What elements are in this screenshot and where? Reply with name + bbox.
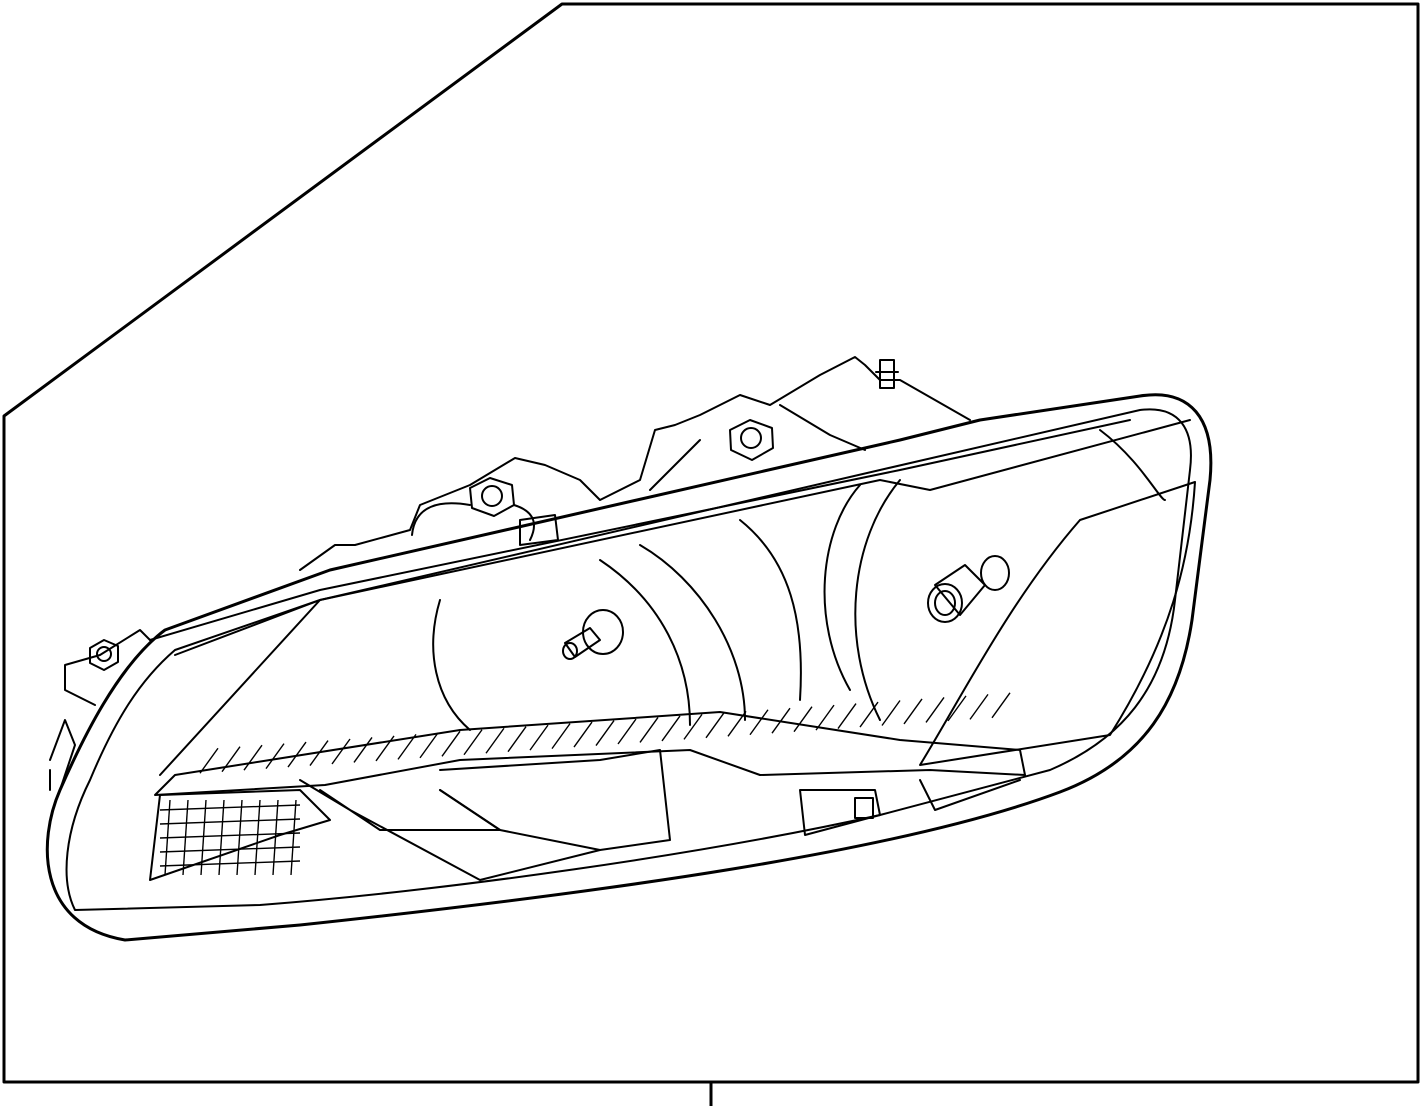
hatch-line xyxy=(881,700,901,726)
hatch-line xyxy=(375,735,395,762)
hatch-line xyxy=(661,715,681,742)
hatch-line xyxy=(793,706,813,733)
hatch-line xyxy=(551,723,571,750)
hatch-line xyxy=(309,740,329,766)
mounting-nut-3 xyxy=(89,639,119,671)
hatch-line xyxy=(529,724,549,751)
side-clips xyxy=(49,719,76,791)
high-beam-bulb xyxy=(927,555,1010,623)
hatch-line xyxy=(815,704,835,731)
frame-border xyxy=(2,2,1420,1084)
hatch-line xyxy=(749,709,769,736)
hatch-line xyxy=(573,721,593,748)
hatch-line xyxy=(243,744,263,771)
grid-line xyxy=(159,818,301,825)
hatch-line xyxy=(859,701,879,728)
hatch-line xyxy=(991,692,1011,719)
hatch-line xyxy=(903,698,923,725)
hatch-line xyxy=(463,729,483,756)
hatch-line xyxy=(727,710,747,737)
hatch-line xyxy=(397,733,417,760)
hatch-line xyxy=(419,732,439,759)
lower-trim xyxy=(299,779,1021,881)
mounting-pin xyxy=(875,359,899,389)
hatch-line xyxy=(837,703,857,729)
lens-inner-rim xyxy=(159,419,1191,776)
hatch-line xyxy=(221,746,241,773)
hatch-line xyxy=(199,747,219,774)
lower-strip xyxy=(154,711,1026,796)
hatch-line xyxy=(617,718,637,745)
hatch-line xyxy=(507,726,527,753)
grid-line xyxy=(254,799,261,876)
adjuster-slot xyxy=(854,797,874,819)
bracket xyxy=(519,404,866,546)
high-beam-reflector xyxy=(823,429,1166,721)
hatch-line xyxy=(441,730,461,757)
hatch-line xyxy=(265,743,285,770)
hatch-line xyxy=(771,707,791,734)
grid-line xyxy=(159,804,301,811)
housing-inner-outline xyxy=(65,408,1192,911)
hatch-line xyxy=(925,697,945,723)
mounting-nut-1 xyxy=(411,477,535,541)
hatch-line xyxy=(485,727,505,754)
hatch-line xyxy=(639,717,659,743)
hatch-line xyxy=(287,741,307,768)
headlight-assembly xyxy=(45,356,1213,942)
low-beam-bulb xyxy=(562,609,624,660)
housing-outline xyxy=(45,393,1213,942)
hatch-line xyxy=(353,737,373,763)
grid-line xyxy=(218,799,225,876)
grid-line xyxy=(236,799,243,876)
hatch-line xyxy=(595,720,615,746)
grid-line xyxy=(159,832,301,839)
grid-line xyxy=(159,846,301,853)
hatch-line xyxy=(331,738,351,765)
hatch-line xyxy=(969,693,989,720)
hatch-line xyxy=(683,713,703,740)
grid-line xyxy=(290,799,297,876)
hatching xyxy=(159,692,1011,876)
mounting-nut-2 xyxy=(729,419,774,461)
rear-housing xyxy=(64,356,971,706)
grid-line xyxy=(159,860,301,867)
low-beam-reflector xyxy=(432,519,802,731)
lens-rim xyxy=(149,419,1131,641)
hatch-line xyxy=(705,712,725,739)
hatch-line xyxy=(947,695,967,722)
